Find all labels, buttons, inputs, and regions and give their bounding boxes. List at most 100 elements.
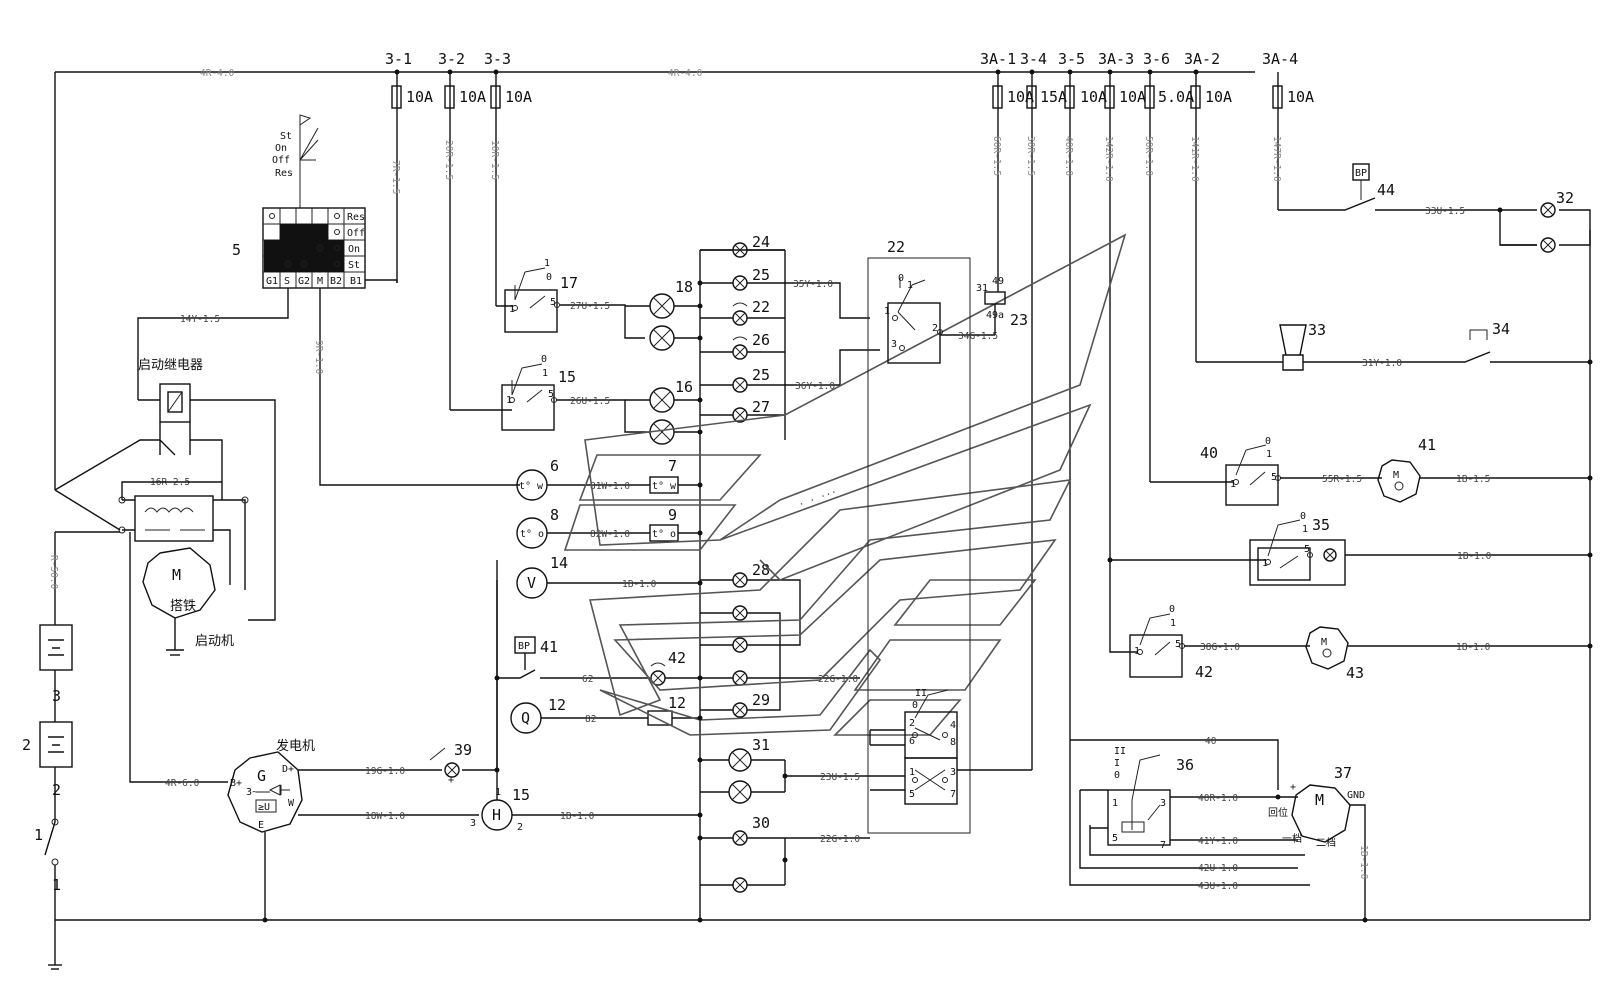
wire-label: 40R-1.0: [1198, 793, 1238, 804]
wire-label: 4R-4.0: [668, 68, 703, 79]
terminal-label: M: [317, 276, 323, 287]
switch-17: 10 15 17 27U-1.5: [496, 258, 645, 339]
alt-terminal: 3~: [246, 787, 258, 798]
fuse-label: 3-2: [438, 50, 465, 68]
component-number: 12: [668, 694, 686, 712]
motor-label: M: [1321, 637, 1327, 648]
wire-label: 142R-1.0: [1103, 136, 1114, 182]
component-number: 24: [752, 233, 770, 251]
wire-label: 22G-1.0: [818, 674, 858, 685]
component-number: 36: [1176, 756, 1194, 774]
wire-label: 147R-1.0: [1271, 136, 1282, 182]
wire-label: 4R-6.0: [165, 778, 200, 789]
component-number: 26: [752, 331, 770, 349]
battery-icon: [39, 624, 73, 671]
switch-35: 01 15 35 1B-1.0: [1110, 511, 1590, 586]
horn-circuit: 33 34 31Y-1.0: [1196, 320, 1590, 371]
indicator-icon: [1323, 548, 1337, 562]
wire-label: 14Y-1.5: [180, 314, 220, 325]
fuse-rating: 10A: [1080, 88, 1107, 106]
fuse-rating: 10A: [406, 88, 433, 106]
fuse-icon: [1144, 85, 1155, 109]
fuse-icon: [1272, 85, 1283, 109]
alt-terminal: ≥U: [258, 802, 270, 813]
wire-label: 7R-1.5: [390, 160, 401, 194]
svg-text:0: 0: [1114, 770, 1120, 781]
flasher-relay: 22 01 123 34G-1.5 31 49 49a 23: [867, 238, 1028, 834]
component-number: 15: [558, 368, 576, 386]
wire-label: 55R-1.5: [1322, 474, 1362, 485]
fuse-label: 3-5: [1058, 50, 1085, 68]
alternator-label: 发电机: [276, 738, 315, 754]
wire-label: 81W-1.0: [590, 481, 630, 492]
wire-label: 27U-1.5: [570, 301, 610, 312]
wire-label: 41Y-1.0: [1198, 836, 1238, 847]
gauge-letter: Q: [521, 709, 530, 727]
component-number: 25: [752, 366, 770, 384]
svg-text:1: 1: [1302, 524, 1308, 535]
svg-text:1: 1: [907, 280, 913, 291]
svg-text:7: 7: [950, 789, 956, 800]
component-number: 29: [752, 691, 770, 709]
fuse-rating: 10A: [459, 88, 486, 106]
component-number: 31: [752, 736, 770, 754]
component-number: 35: [1312, 516, 1330, 534]
svg-text:5: 5: [1304, 544, 1310, 555]
svg-text:1: 1: [909, 767, 915, 778]
wire-label: 20R-1.5: [443, 140, 454, 180]
component-number: 8: [550, 506, 559, 524]
position-label: St: [280, 131, 292, 142]
component-number: 5: [232, 241, 241, 259]
component-number: 16: [675, 378, 693, 396]
wire-label: 141R-1.0: [1189, 136, 1200, 182]
gauge-letter: V: [527, 574, 536, 592]
wire-label: 42U-1.0: [1198, 863, 1238, 874]
component-number: 18: [675, 278, 693, 296]
component-number: 43: [1346, 664, 1364, 682]
wire-label: 40R-1.0: [1063, 136, 1074, 176]
fuse-rating: 10A: [1205, 88, 1232, 106]
svg-text:5: 5: [548, 389, 554, 400]
fuse-rating: 10A: [505, 88, 532, 106]
svg-text:5: 5: [1271, 472, 1277, 483]
fuse-icon: [391, 85, 402, 109]
fuse-icon: [1190, 85, 1201, 109]
fuse-icon: [444, 85, 455, 109]
gauge-letter: t° o: [520, 529, 544, 540]
component-number: 41: [1418, 436, 1436, 454]
component-number: 42: [1195, 663, 1213, 681]
wire-label: 22G-1.0: [820, 834, 860, 845]
svg-text:4: 4: [950, 720, 956, 731]
svg-text:0: 0: [898, 273, 904, 284]
fuse-rating: 5.0A: [1158, 88, 1194, 106]
wiper-mode: 回位: [1268, 806, 1288, 819]
alt-terminal: E: [258, 820, 264, 831]
wire-label: 82: [585, 714, 596, 725]
component-number: 44: [1377, 181, 1395, 199]
svg-text:1: 1: [1112, 798, 1118, 809]
pin: 2: [517, 822, 523, 833]
wire-label: 50R-1.0: [1143, 136, 1154, 176]
fuse-rating: 15A: [1040, 88, 1067, 106]
fuse-icon: [1026, 85, 1037, 109]
wire-label: 34G-1.5: [958, 331, 998, 342]
brush-label: 搭铁: [170, 598, 196, 614]
motor-label: M: [1315, 791, 1324, 809]
wire-label: 26U-1.5: [570, 396, 610, 407]
svg-text:6: 6: [909, 736, 915, 747]
wire-label: 1B-1.0: [560, 811, 595, 822]
svg-text:1: 1: [506, 395, 512, 406]
svg-text:0: 0: [1265, 436, 1271, 447]
svg-text:0: 0: [1169, 604, 1175, 615]
svg-text:1: 1: [1170, 618, 1176, 629]
brake-lamp-icon: [1540, 202, 1556, 218]
wire-label: 30R-1.5: [1025, 136, 1036, 176]
position-label: Res: [347, 212, 365, 223]
component-number: 14: [550, 554, 568, 572]
lamp-18: 18: [625, 278, 700, 351]
wire-label: 18W-1.0: [365, 811, 405, 822]
battery-icon: [39, 721, 73, 768]
svg-text:1: 1: [1266, 449, 1272, 460]
wiper-mode: 二档: [1316, 836, 1336, 849]
